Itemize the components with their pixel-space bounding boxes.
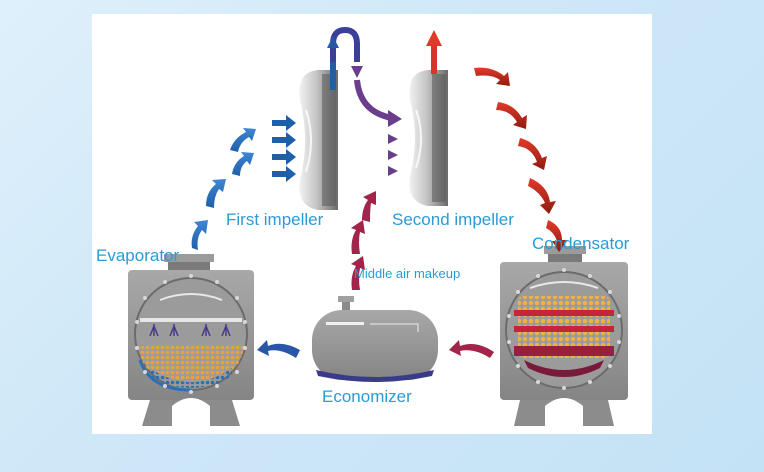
evaporator-label: Evaporator	[96, 246, 180, 265]
evaporator-sprays	[149, 324, 231, 337]
middle-air-makeup-label: Middle air makeup	[354, 266, 461, 281]
evaporator-bolts	[135, 274, 247, 394]
interstage-loop-arrow	[327, 26, 402, 127]
middle-air-makeup-arrows	[351, 191, 376, 290]
first-impeller-inlet-arrows	[272, 115, 296, 182]
condensator-label: Condensator	[532, 234, 630, 253]
second-impeller	[409, 70, 448, 206]
first-impeller-label: First impeller	[226, 210, 324, 229]
condensator-inlet-arrows	[474, 67, 568, 252]
economizer-label: Economizer	[322, 387, 412, 406]
economizer-nozzle	[342, 300, 350, 312]
second-impeller-label: Second impeller	[392, 210, 514, 229]
evaporator-vessel	[128, 254, 254, 426]
condensator-bolts	[507, 268, 621, 390]
economizer-to-evaporator-arrow	[257, 340, 300, 358]
second-impeller-inlet-arrows	[388, 134, 398, 176]
condensator-to-economizer-arrow	[449, 340, 494, 358]
evaporator-outlet-arrows	[191, 128, 256, 250]
second-impeller-discharge-arrow	[426, 30, 442, 74]
first-impeller	[299, 70, 338, 210]
condensator-vessel	[500, 246, 628, 426]
economizer-tank	[312, 296, 438, 382]
